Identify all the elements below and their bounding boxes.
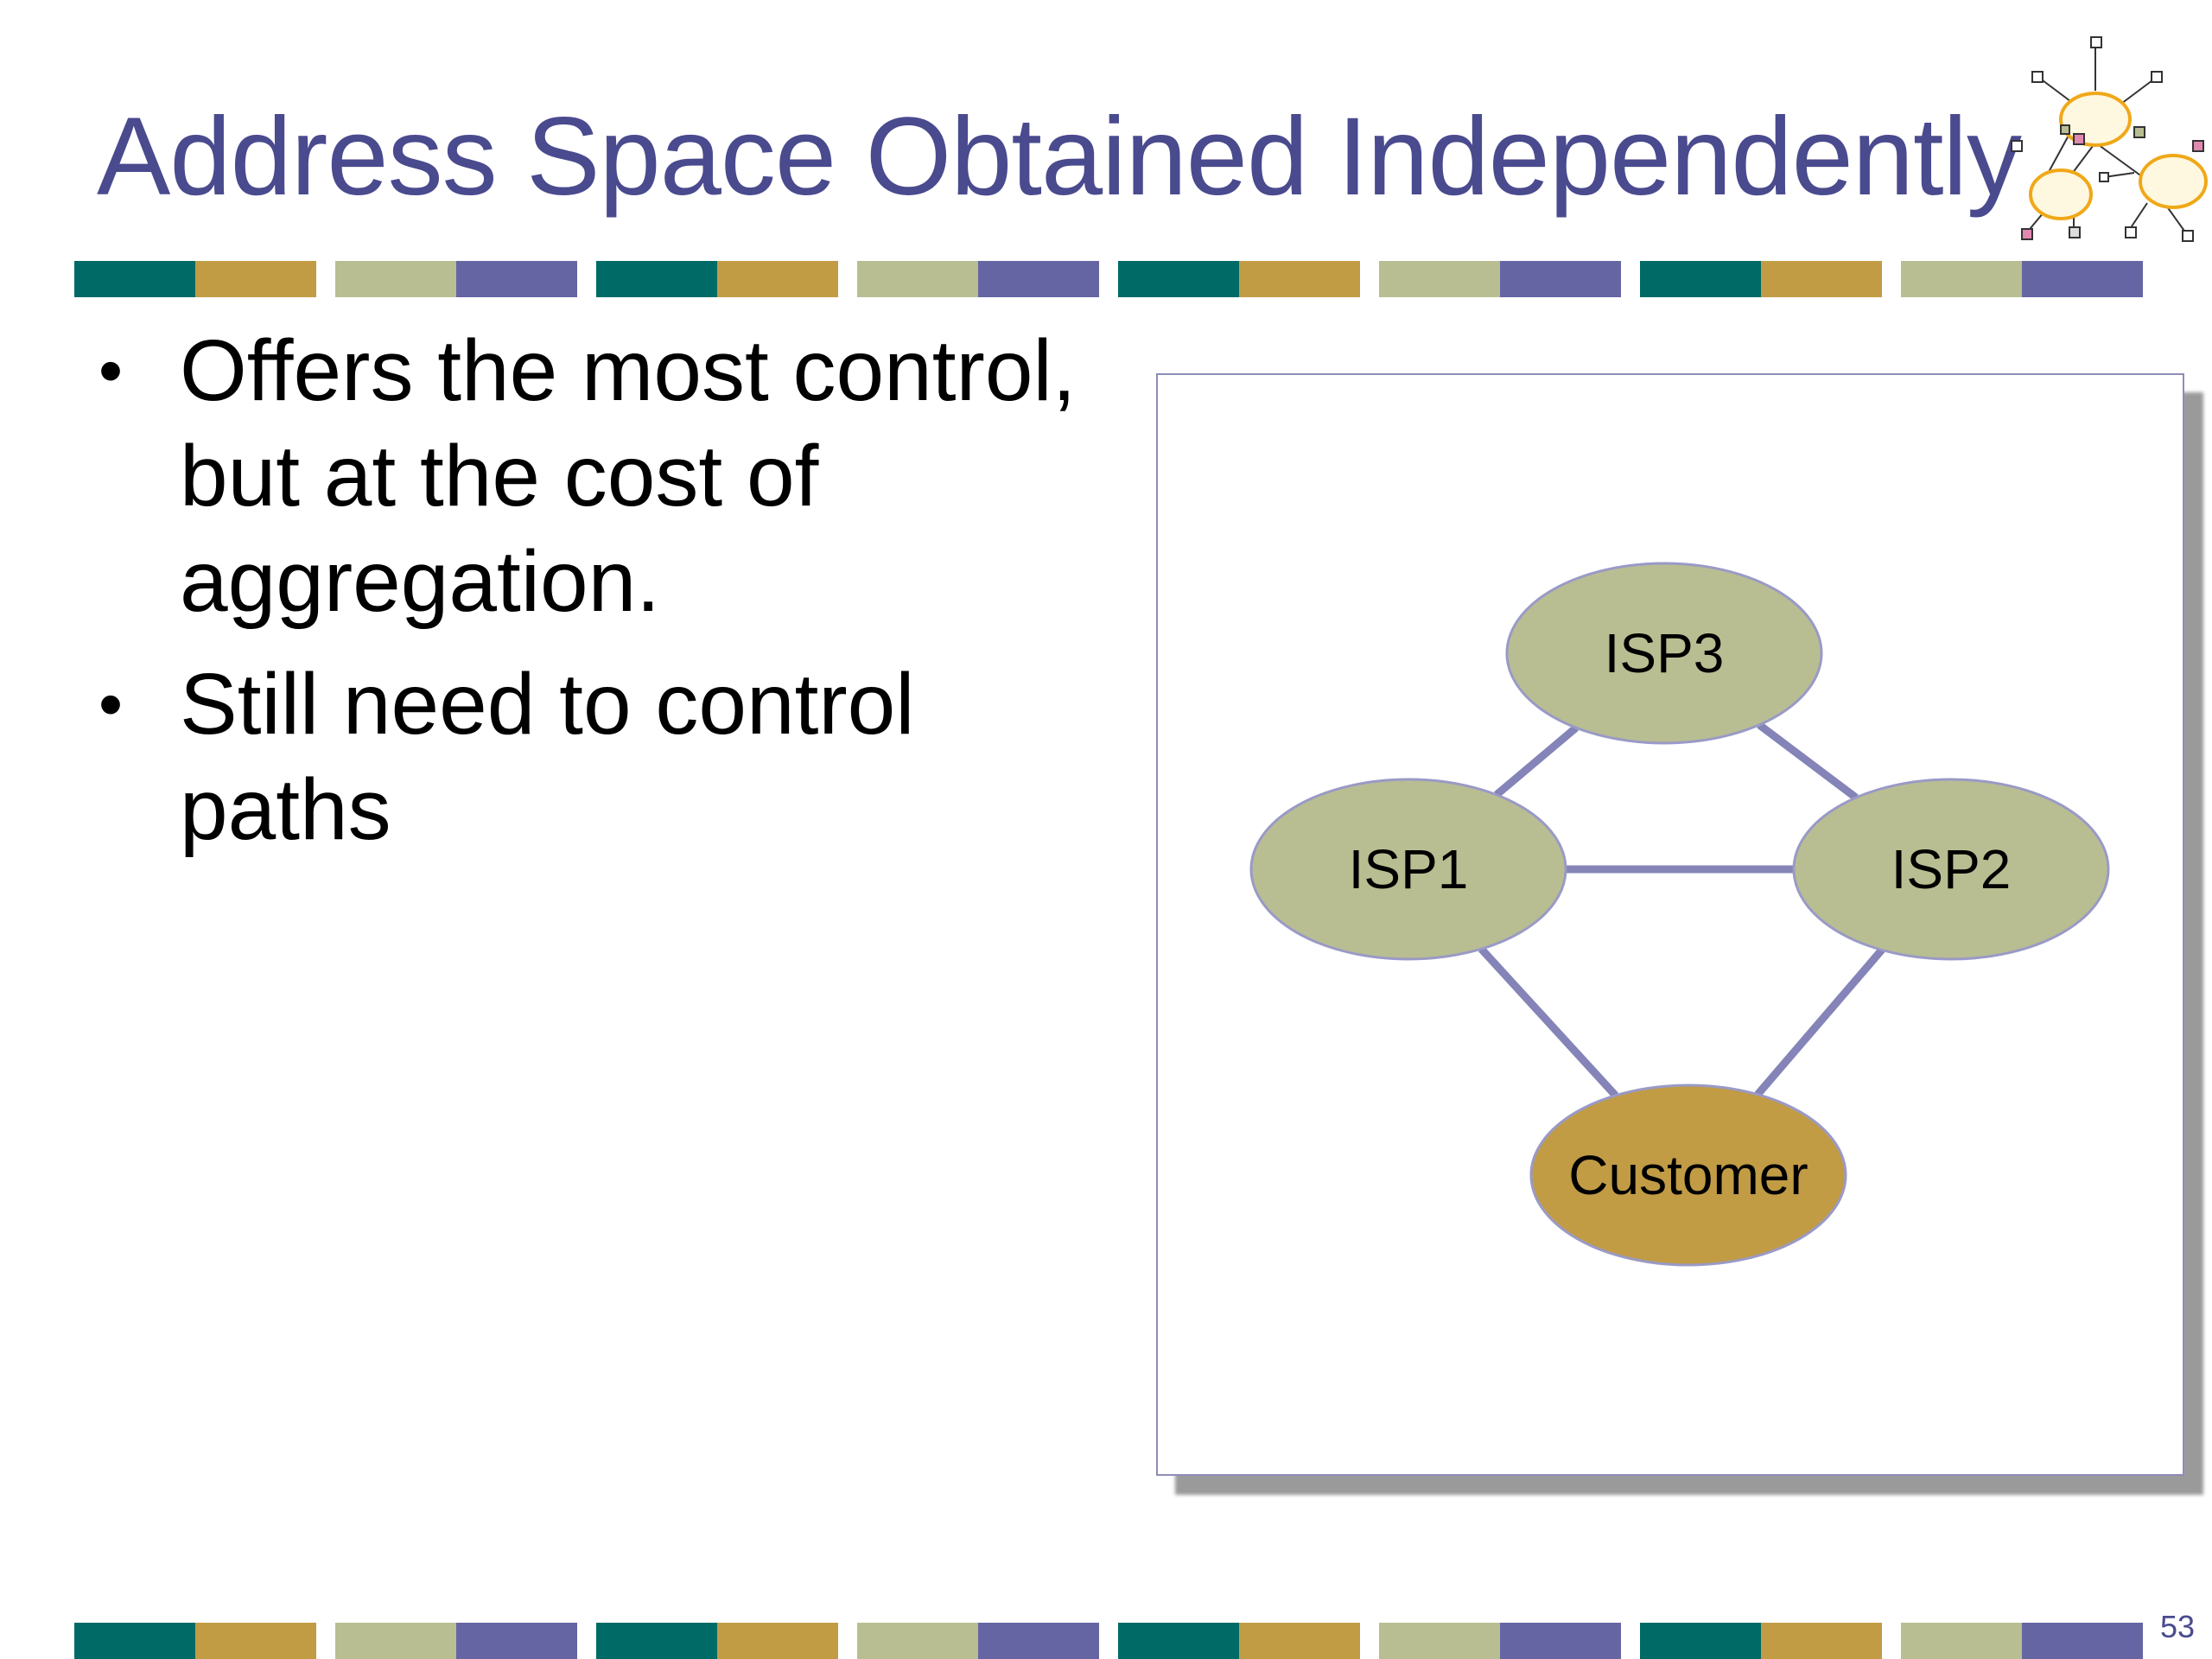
bullet-dot-icon: • [99, 332, 124, 409]
network-cloud-logo-icon [2011, 36, 2208, 242]
stripe-segment [456, 261, 577, 297]
stripe-segment [1640, 261, 1761, 297]
node-label-customer: Customer [1568, 1144, 1808, 1206]
stripe-segment [1500, 261, 1621, 297]
slide-title: Address Space Obtained Independently [97, 95, 2022, 219]
edge-isp1-customer [1478, 946, 1618, 1098]
stripe-segment [195, 1623, 316, 1659]
stripe-segment [335, 261, 456, 297]
stripe-segment [1239, 1623, 1360, 1659]
node-shape-isp3 [1505, 562, 1823, 745]
stripe-segment [1640, 1623, 1761, 1659]
edge-isp3-isp2 [1757, 721, 1859, 801]
stripe-segment [1500, 1623, 1621, 1659]
stripe-segment [1901, 1623, 2022, 1659]
stripe-segment [195, 261, 316, 297]
node-shape-isp1 [1249, 778, 1567, 961]
edge-isp3-isp1 [1494, 724, 1579, 798]
stripe-segment [2022, 261, 2143, 297]
stripe-segment [74, 261, 195, 297]
bullet-dot-icon: • [99, 665, 124, 742]
stripe-segment [2022, 1623, 2143, 1659]
decorative-stripe-bottom [74, 1623, 2148, 1659]
bullet-list: • Offers the most control, but at the cos… [90, 318, 1084, 880]
stripe-segment [1379, 1623, 1500, 1659]
node-label-isp1: ISP1 [1349, 838, 1469, 900]
stripe-segment [717, 261, 838, 297]
node-isp3: ISP3 [1505, 562, 1823, 745]
stripe-segment [1118, 1623, 1239, 1659]
node-isp2: ISP2 [1792, 778, 2110, 961]
bullet-item: • Still need to control paths [90, 652, 1084, 862]
stripe-segment [717, 1623, 838, 1659]
stripe-segment [1239, 261, 1360, 297]
stripe-segment [1118, 261, 1239, 297]
stripe-segment [1761, 261, 1882, 297]
node-isp1: ISP1 [1249, 778, 1567, 961]
node-shape-isp2 [1792, 778, 2110, 961]
stripe-segment [596, 261, 717, 297]
stripe-segment [1901, 261, 2022, 297]
stripe-segment [857, 1623, 978, 1659]
edge-isp2-customer [1754, 947, 1885, 1097]
node-label-isp3: ISP3 [1605, 622, 1725, 684]
page-number: 53 [2160, 1609, 2196, 1644]
stripe-segment [335, 1623, 456, 1659]
bullet-item: • Offers the most control, but at the cos… [90, 318, 1084, 634]
bullet-text: Still need to control paths [180, 656, 915, 858]
node-shape-customer [1529, 1084, 1847, 1267]
node-label-isp2: ISP2 [1891, 838, 2012, 900]
stripe-segment [857, 261, 978, 297]
stripe-segment [978, 261, 1099, 297]
stripe-segment [978, 1623, 1099, 1659]
node-customer: Customer [1529, 1084, 1847, 1267]
stripe-segment [1761, 1623, 1882, 1659]
stripe-segment [596, 1623, 717, 1659]
bullet-text: Offers the most control, but at the cost… [180, 322, 1077, 630]
stripe-segment [1379, 261, 1500, 297]
decorative-stripe-top [74, 261, 2148, 297]
stripe-segment [456, 1623, 577, 1659]
stripe-segment [74, 1623, 195, 1659]
